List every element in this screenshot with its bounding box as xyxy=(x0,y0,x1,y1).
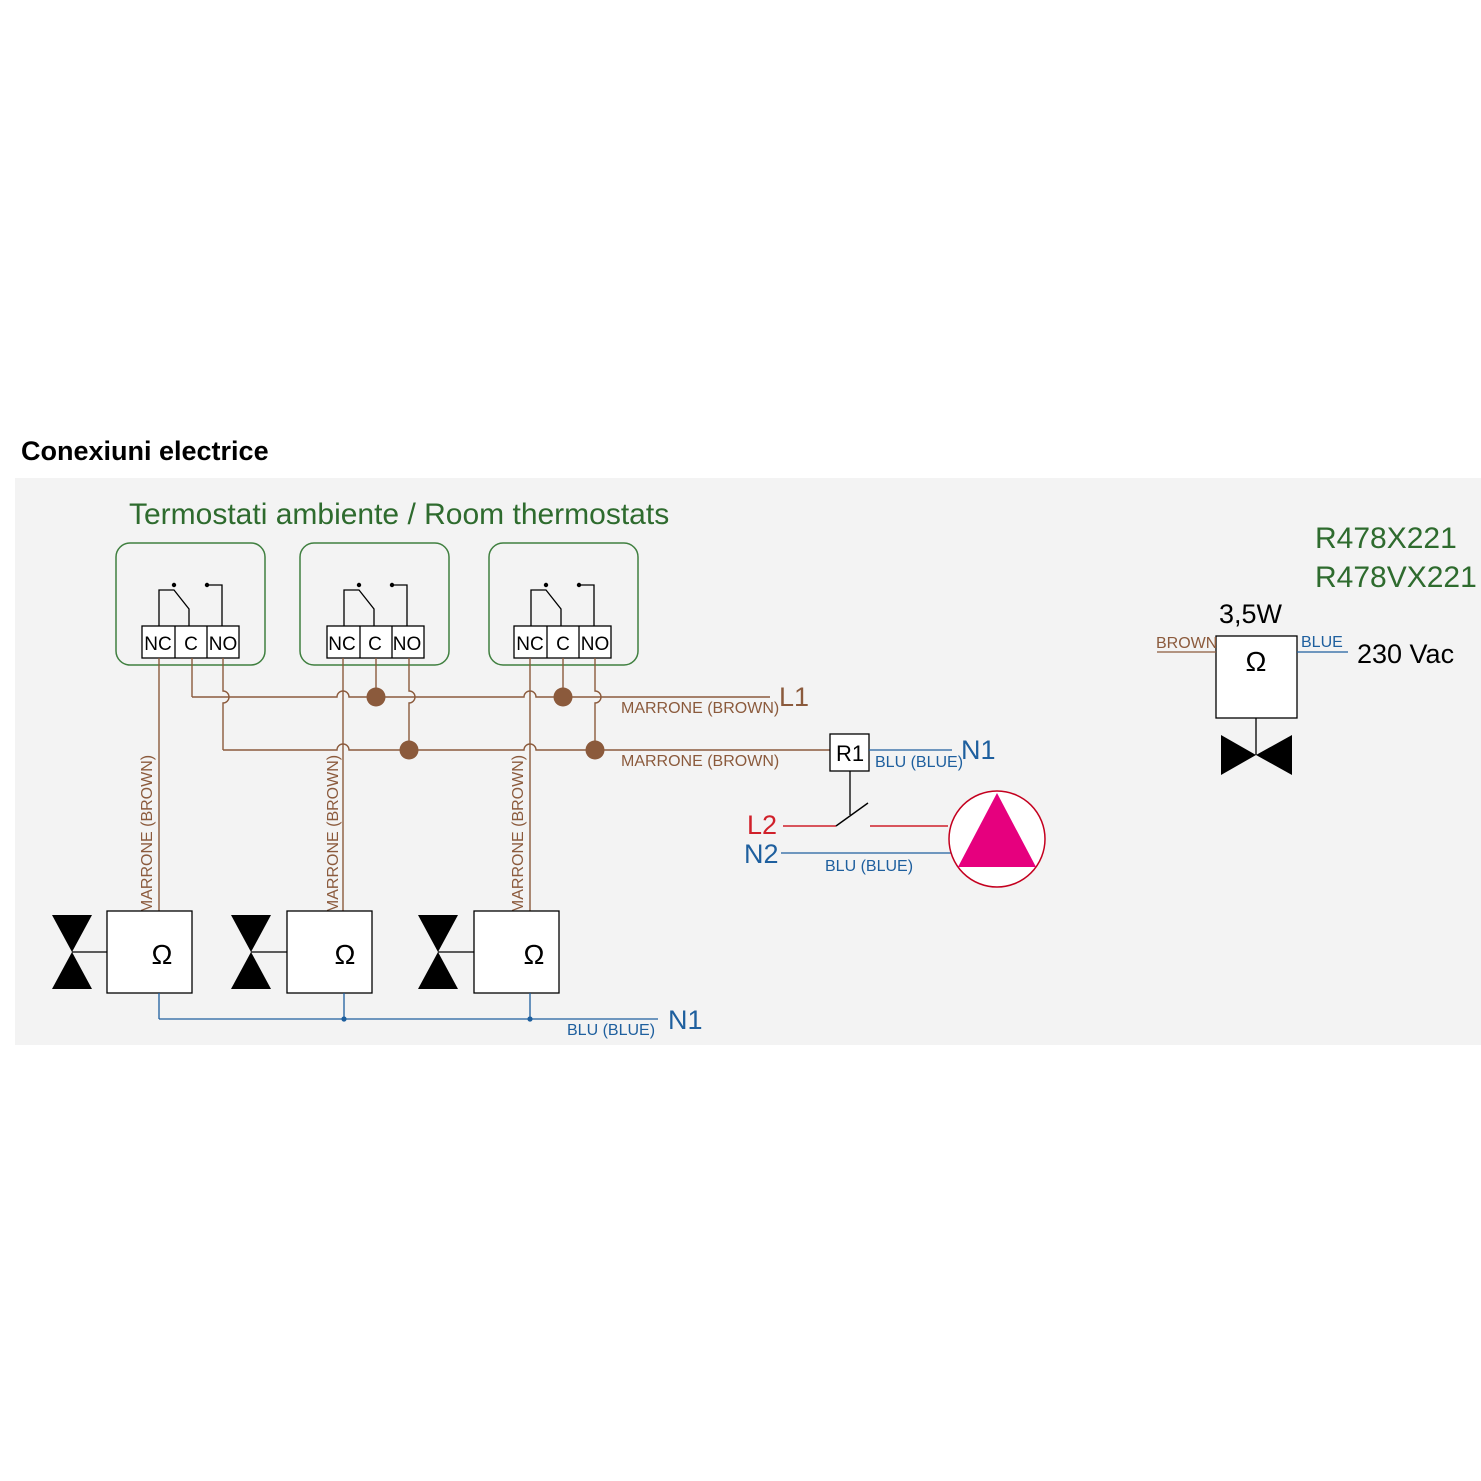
junction-node xyxy=(399,740,419,760)
terminal-no-label: NO xyxy=(581,634,610,655)
wire-label-blue: BLUE xyxy=(1301,634,1343,651)
terminal-nc-label: NC xyxy=(516,634,543,655)
ohm-symbol: Ω xyxy=(524,939,545,970)
blue-neutral-bus xyxy=(158,993,658,1020)
wire-label-l1: MARRONE (BROWN) xyxy=(621,700,779,717)
wire-label-actuator-neutral: BLU (BLUE) xyxy=(567,1022,655,1039)
line-label-l2: L2 xyxy=(747,810,777,840)
thermostat-1-terminal-block xyxy=(141,625,240,659)
diagram-title: Termostati ambiente / Room thermostats xyxy=(129,498,669,531)
wire-label-brown: BROWN xyxy=(1156,635,1217,652)
valve-icon xyxy=(52,915,92,952)
ohm-symbol: Ω xyxy=(335,939,356,970)
wire-label-relay-neutral: BLU (BLUE) xyxy=(875,754,963,771)
line-label-n1-actuators: N1 xyxy=(668,1005,703,1035)
junction-node xyxy=(366,687,386,707)
line-label-n2: N2 xyxy=(744,839,779,869)
wire-label-switched: MARRONE (BROWN) xyxy=(621,753,779,770)
actuator-1: Ω xyxy=(52,910,193,994)
valve-icon xyxy=(1221,735,1256,775)
thermostat-3-terminal-block xyxy=(513,625,612,659)
valve-icon xyxy=(231,915,271,952)
voltage-rating: 230 Vac xyxy=(1357,639,1454,669)
thermostat-2-housing xyxy=(299,542,450,666)
valve-icon xyxy=(418,915,458,952)
page-heading: Conexiuni electrice xyxy=(21,436,269,466)
model-code-1: R478X221 xyxy=(1315,522,1457,555)
junction-node xyxy=(553,687,573,707)
actuator-3: Ω xyxy=(418,910,560,994)
line-label-l1: L1 xyxy=(779,682,809,712)
relay-label: R1 xyxy=(836,741,864,766)
terminal-no-label: NO xyxy=(393,634,422,655)
terminal-no-label: NO xyxy=(209,634,238,655)
wire-label-vertical-1: MARRONE (BROWN) xyxy=(139,755,156,913)
thermostat-2: NC C NO xyxy=(299,542,450,666)
terminal-c-label: C xyxy=(556,634,570,655)
thermostat-2-terminal-block xyxy=(326,625,425,659)
thermostat-1: NC C NO xyxy=(115,542,266,666)
ohm-symbol: Ω xyxy=(1246,646,1267,677)
wire-label-vertical-3: MARRONE (BROWN) xyxy=(510,755,527,913)
power-rating: 3,5W xyxy=(1219,599,1283,629)
thermostat-1-housing xyxy=(115,542,266,666)
line-label-n1-relay: N1 xyxy=(961,735,996,765)
wire-label-vertical-2: MARRONE (BROWN) xyxy=(325,755,342,913)
thermostat-3: NC C NO xyxy=(488,542,639,666)
relay-r1: R1 BLU (BLUE) N1 xyxy=(783,733,996,827)
terminal-nc-label: NC xyxy=(144,634,171,655)
model-code-2: R478VX221 xyxy=(1315,561,1477,594)
ohm-symbol: Ω xyxy=(152,939,173,970)
pump-icon xyxy=(948,790,1046,888)
actuator-2: Ω xyxy=(231,910,373,994)
terminal-nc-label: NC xyxy=(328,634,355,655)
terminal-c-label: C xyxy=(184,634,198,655)
terminal-c-label: C xyxy=(368,634,382,655)
brown-wiring xyxy=(158,658,830,911)
actuator-spec: Ω BROWN BLUE 230 Vac xyxy=(1156,634,1454,775)
wire-label-pump-neutral: BLU (BLUE) xyxy=(825,858,913,875)
junction-node xyxy=(585,740,605,760)
